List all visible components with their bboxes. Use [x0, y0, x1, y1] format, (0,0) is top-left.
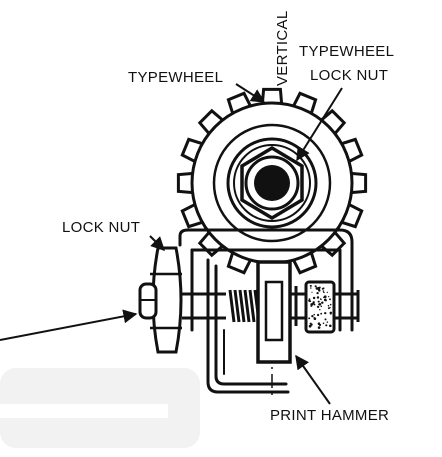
stipple-dot	[328, 295, 330, 298]
stipple-dot	[317, 326, 321, 329]
stipple-dot	[312, 301, 315, 304]
label-print-hammer: PRINT HAMMER	[270, 407, 389, 424]
stipple-dot	[309, 300, 312, 303]
stipple-dot	[314, 285, 317, 288]
stipple-dot	[318, 289, 321, 292]
stipple-dot	[316, 296, 320, 299]
stipple-dot	[319, 298, 322, 300]
stipple-dot	[312, 296, 316, 300]
stipple-dot	[322, 322, 325, 325]
stipple-dot	[317, 286, 321, 290]
stipple-dot	[330, 313, 332, 315]
stipple-dot	[311, 291, 313, 293]
stipple-dot	[323, 295, 327, 299]
stipple-dot	[321, 301, 324, 304]
typewheel-lock-nut	[226, 137, 318, 229]
stipple-dot	[329, 311, 333, 315]
stipple-dot	[310, 305, 313, 307]
leader-typewheel-lock-nut	[296, 87, 343, 162]
label-vertical: VERTICAL	[274, 11, 291, 86]
label-typewheel-lock-nut-line1: TYPEWHEEL	[299, 43, 394, 60]
side-lock-nut	[138, 246, 183, 354]
stipple-dot	[321, 287, 324, 290]
stipple-dot	[322, 290, 325, 292]
stipple-dot	[308, 317, 311, 320]
stipple-dot	[324, 318, 327, 321]
spring-coil	[238, 289, 246, 323]
stipple-dot	[317, 300, 320, 303]
stipple-dot	[320, 312, 323, 315]
caption-bar	[0, 368, 200, 448]
stipple-dot	[327, 307, 330, 310]
stipple-dot	[323, 291, 325, 294]
stipple-dot	[325, 324, 328, 327]
label-typewheel: TYPEWHEEL	[128, 69, 223, 86]
spring-coil	[233, 289, 241, 323]
stipple-dot	[329, 298, 331, 301]
stipple-dot	[310, 323, 313, 326]
stipple-dot	[308, 298, 311, 301]
leader-print-hammer	[295, 354, 331, 405]
leader-lines	[0, 83, 343, 405]
stipple-dot	[318, 303, 320, 306]
stipple-dot	[316, 291, 319, 295]
stipple-dot	[320, 305, 323, 308]
stipple-dot	[326, 291, 328, 294]
stipple-dot	[329, 306, 331, 309]
stipple-dot	[309, 284, 312, 287]
stipple-dot	[310, 287, 312, 289]
stipple-dot	[319, 309, 321, 311]
label-lock-nut: LOCK NUT	[62, 219, 140, 236]
spring-coil	[248, 289, 256, 323]
stipple-dot	[316, 305, 320, 309]
print-hammer	[256, 260, 292, 364]
spring-coil	[228, 289, 236, 323]
spring-coil	[243, 289, 251, 323]
stipple-dot	[313, 313, 315, 316]
stipple-dot	[329, 324, 332, 328]
stipple-dot	[316, 313, 320, 317]
label-typewheel-lock-nut-line2: LOCK NUT	[310, 67, 388, 84]
stipple-dot	[317, 322, 320, 325]
stipple-dot	[329, 303, 332, 306]
felt-pad	[304, 280, 336, 334]
hammer-bracket	[178, 228, 354, 394]
stipple-dot	[313, 317, 317, 320]
hammer-spring	[226, 289, 261, 323]
stipple-dot	[323, 298, 327, 302]
leader-typewheel	[235, 83, 266, 103]
leader-left-pointer	[0, 309, 138, 341]
stipple-dot	[311, 314, 314, 318]
stipple-dot	[326, 321, 329, 323]
stipple-dot	[327, 304, 330, 307]
stipple-dot	[323, 312, 326, 314]
leader-lock-nut	[149, 235, 165, 251]
